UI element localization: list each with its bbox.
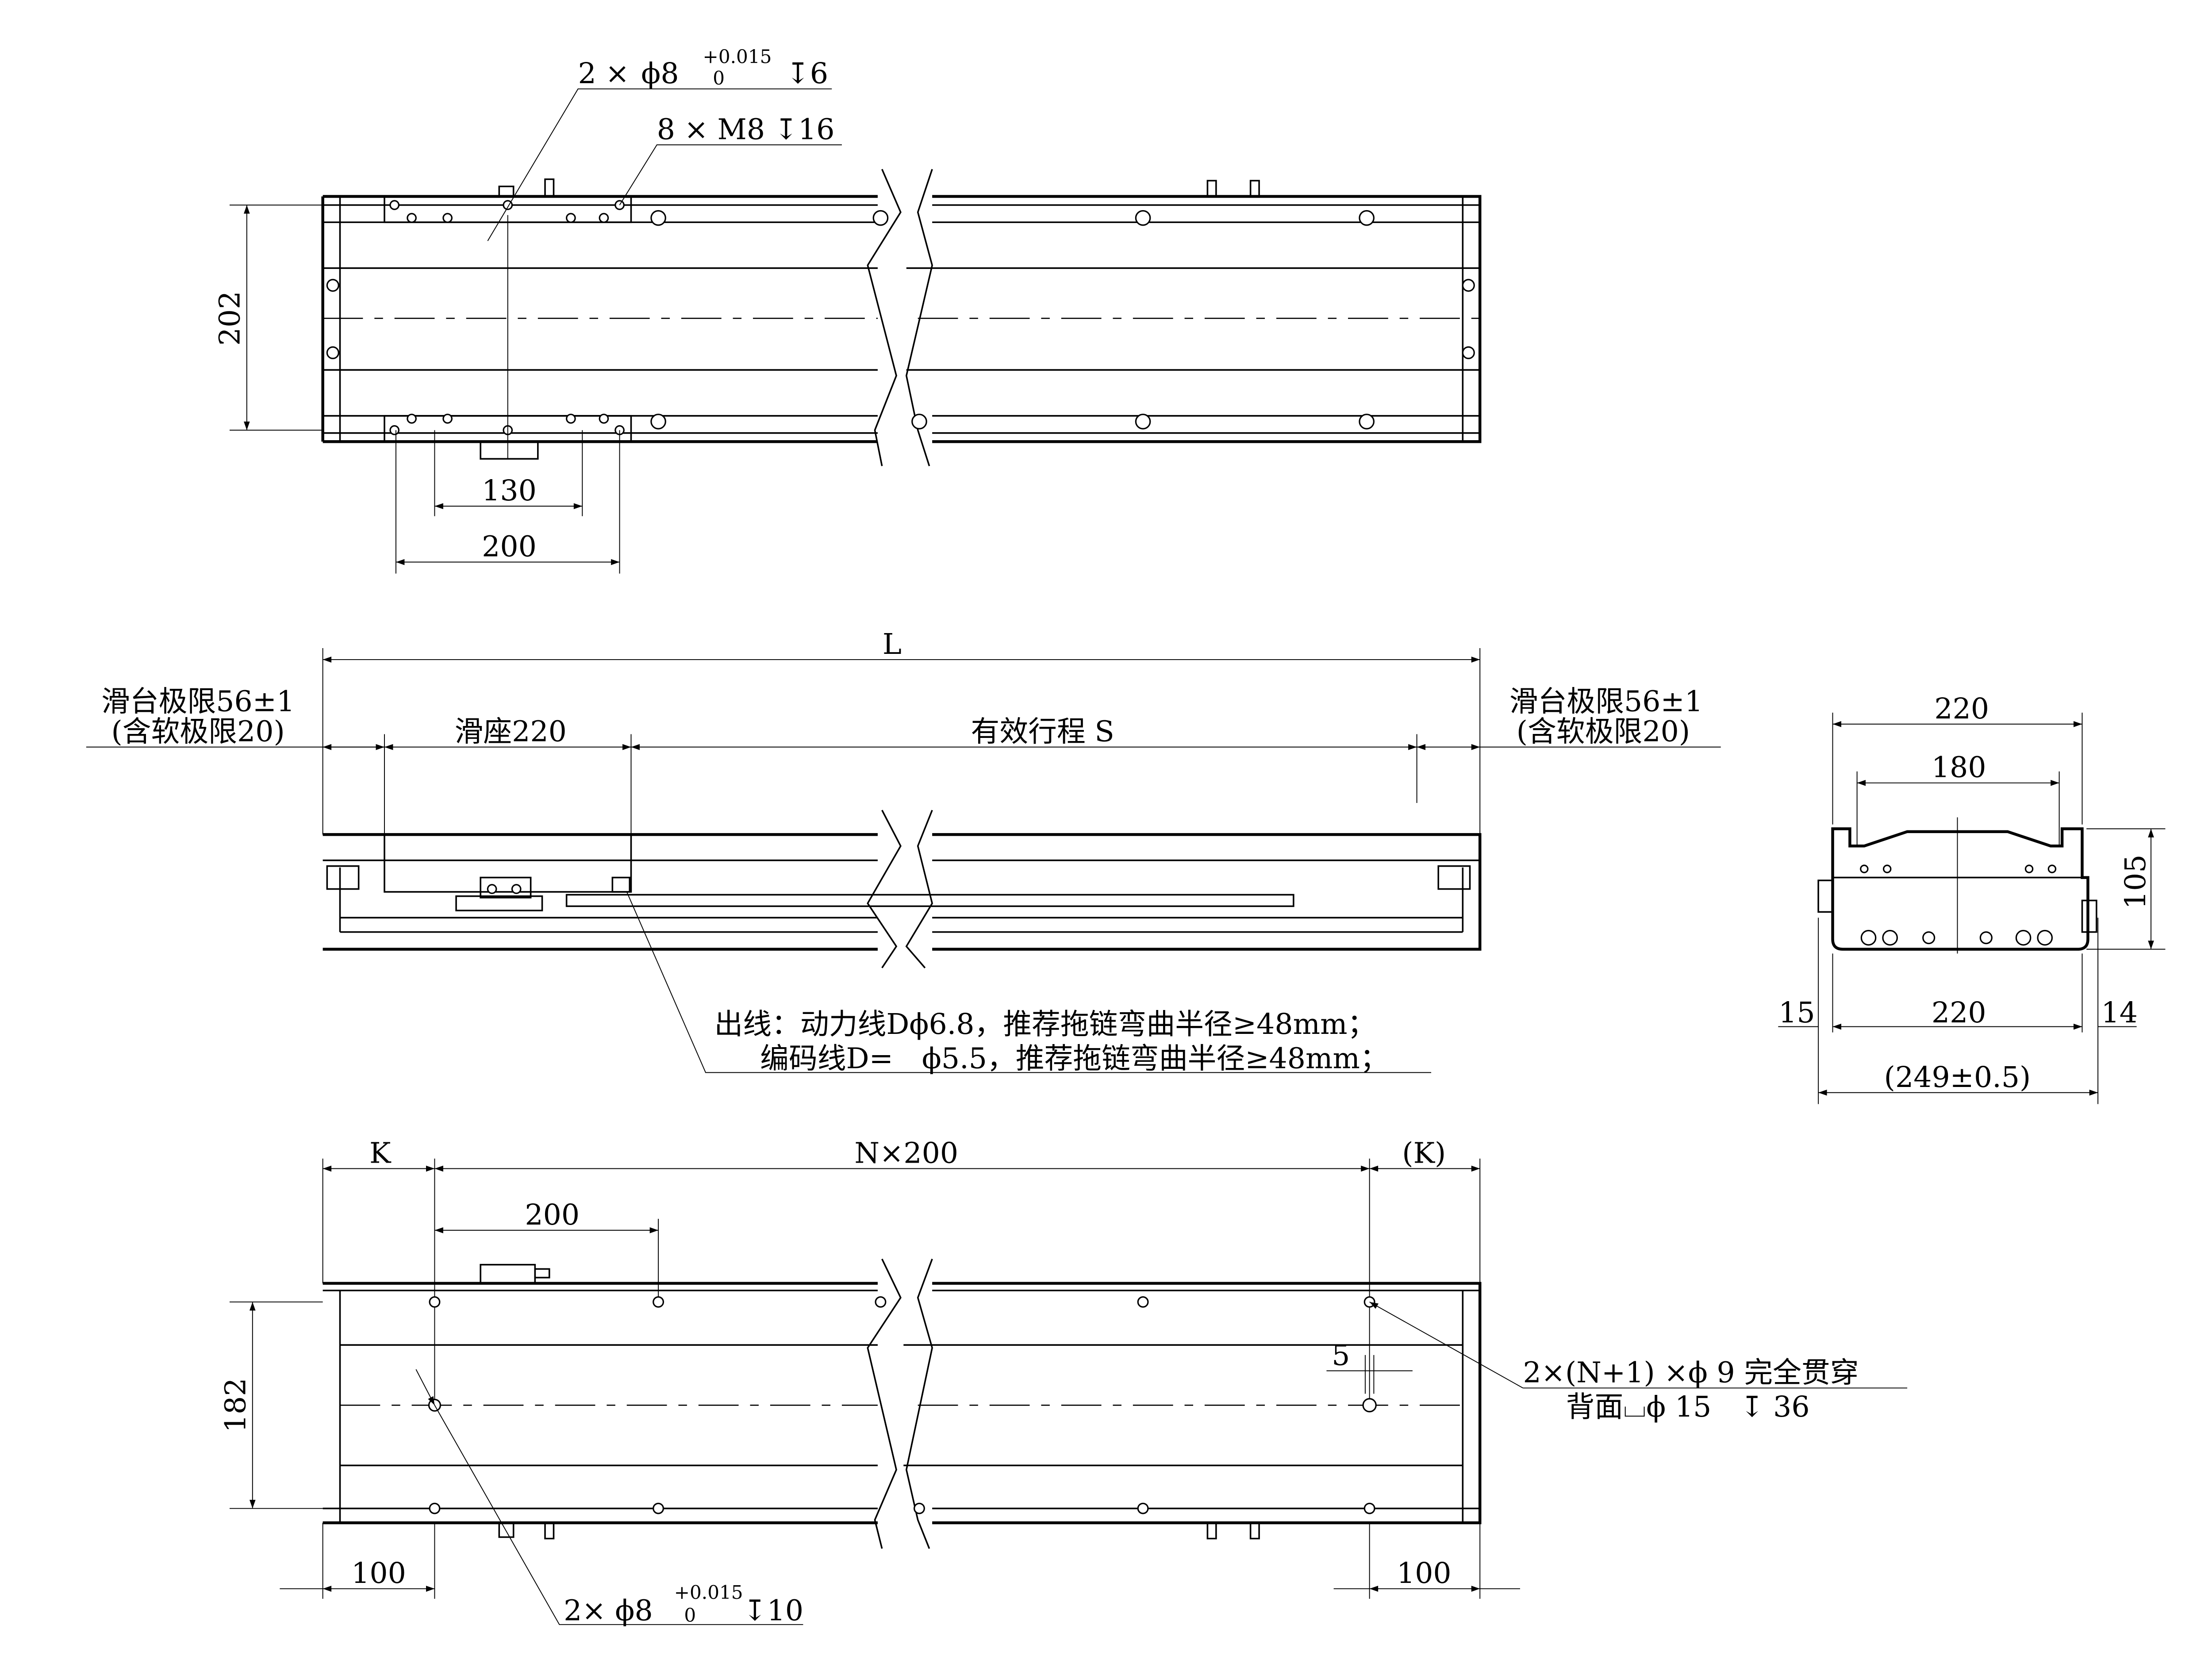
bottom-pin-qty: 2× ϕ8 [564,1594,653,1627]
dim-200: 200 [482,530,537,564]
pin-tol-lower: 0 [713,67,725,89]
cable-note-power: 出线：动力线Dϕ6.8，推荐拖链弯曲半径≥48mm； [714,1008,1376,1041]
rail-outline [323,195,1482,443]
dim-15: 15 [1778,996,1815,1029]
pin-callout-qty: 2 × [578,57,630,90]
break-line [867,169,902,466]
pin-callout-dia: ϕ8 [641,57,679,90]
side-view: L 滑台极限56±1 (含软极限20) 滑台极限56±1 (含软极限20) 滑座… [86,628,1721,1075]
dim-182: 182 [219,1378,253,1432]
mount-holes [326,200,1475,435]
dim-220-bottom: 220 [1932,996,1986,1029]
top-view: 2 × ϕ8 +0.015 0 ↧6 8 × M8 ↧16 202 130 20… [214,46,1482,574]
dim-5: 5 [1332,1339,1350,1372]
dim-K: K [369,1137,392,1170]
limit-right: 滑台极限56±1 [1509,685,1703,718]
dim-200-pitch: 200 [525,1198,580,1232]
end-view: 220 180 105 15 220 14 (249±0.5) [1778,692,2166,1104]
effective-stroke: 有效行程 S [971,715,1114,749]
dim-100-left: 100 [351,1557,406,1590]
dim-220-top: 220 [1934,692,1989,726]
through-hole-callout: 2×(N+1) ×ϕ 9 完全贯穿 [1523,1356,1859,1389]
bottom-pin-tol-upper: +0.015 [674,1582,743,1603]
limit-right-sub: (含软极限20) [1517,715,1690,749]
limit-left: 滑台极限56±1 [101,685,295,718]
bottom-pin-tol-lower: 0 [684,1605,696,1626]
cable-note-encoder: 编码线D= ϕ5.5，推荐拖链弯曲半径≥48mm； [760,1042,1389,1075]
dim-K-ref: (K) [1402,1137,1446,1170]
pin-tol-upper: +0.015 [703,46,772,68]
dim-130: 130 [482,474,537,507]
slider-length: 滑座220 [455,715,567,749]
limit-left-sub: (含软极限20) [111,715,285,749]
bottom-pin-depth: ↧10 [743,1594,803,1627]
bottom-view: K N×200 (K) 200 182 5 2×(N+1) ×ϕ 9 完全贯穿 [219,1137,1908,1627]
dim-14: 14 [2101,996,2138,1029]
dim-180: 180 [1932,751,1986,784]
dim-width-202: 202 [214,291,247,346]
dim-overall-249: (249±0.5) [1884,1061,2031,1094]
dim-100-right: 100 [1397,1557,1452,1590]
dim-L: L [883,628,902,661]
counterbore-callout: 背面⌴ϕ 15 ↧ 36 [1566,1390,1810,1424]
dim-N-x-200: N×200 [854,1137,958,1170]
dim-105: 105 [2119,854,2152,909]
thread-callout: 8 × M8 ↧16 [657,113,835,146]
pin-callout-depth: ↧6 [786,57,829,90]
slider-block [384,833,632,893]
